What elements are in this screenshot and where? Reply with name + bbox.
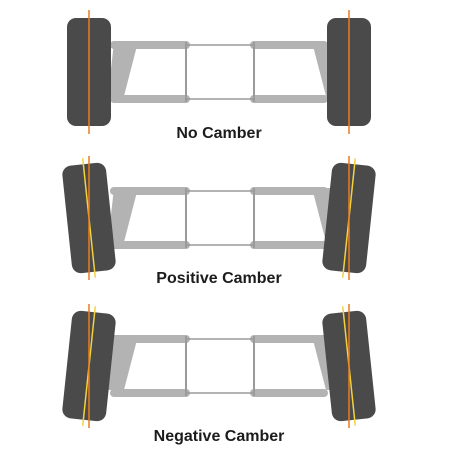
- left-upper-arm: [110, 187, 190, 195]
- panel-negative-camber: Negative Camber: [62, 304, 376, 445]
- left-lower-arm: [110, 241, 190, 249]
- right-upper-arm: [250, 335, 328, 343]
- left-strut: [108, 188, 138, 242]
- left-upper-arm: [110, 41, 190, 49]
- left-upper-arm: [110, 335, 190, 343]
- panel-no-camber: No Camber: [67, 10, 371, 142]
- left-strut: [108, 336, 138, 390]
- panel-label: Positive Camber: [156, 270, 281, 287]
- right-lower-arm: [250, 389, 328, 397]
- right-upper-arm: [250, 41, 328, 49]
- right-lower-arm: [250, 95, 328, 103]
- panel-label: No Camber: [176, 125, 261, 142]
- right-upper-arm: [250, 187, 328, 195]
- panel-label: Negative Camber: [154, 428, 285, 445]
- left-lower-arm: [110, 389, 190, 397]
- panel-positive-camber: Positive Camber: [62, 156, 376, 287]
- left-strut: [108, 42, 138, 96]
- right-lower-arm: [250, 241, 328, 249]
- left-lower-arm: [110, 95, 190, 103]
